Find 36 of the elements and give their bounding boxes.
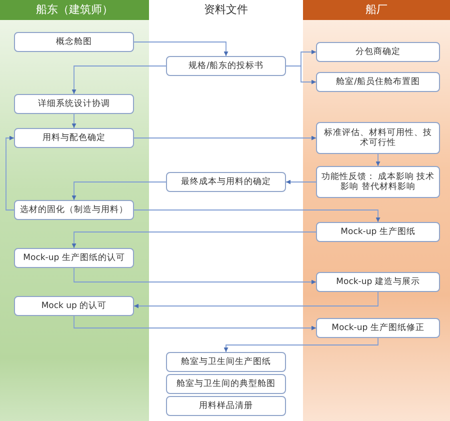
process-box: Mock-up 生产图纸 (316, 222, 440, 242)
process-box: 选材的固化（制造与用料） (14, 200, 134, 220)
arrow (74, 268, 316, 284)
process-box: 最终成本与用料的确定 (166, 172, 286, 192)
arrow (72, 66, 166, 94)
arrow (286, 180, 316, 184)
process-box: 详细系统设计协调 (14, 94, 134, 114)
arrow (72, 232, 316, 248)
arrow (6, 136, 14, 210)
arrow (376, 154, 380, 166)
lane-header: 船厂 (303, 0, 450, 20)
arrow (72, 182, 166, 200)
arrow (224, 338, 378, 352)
process-box: 用料样品清册 (166, 396, 286, 416)
process-box: Mock-up 建造与展示 (316, 272, 440, 292)
arrow (134, 210, 380, 222)
swimlane (303, 0, 450, 421)
process-box: 功能性反馈： 成本影响 技术影响 替代材料影响 (316, 166, 440, 198)
process-box: 用料与配色确定 (14, 128, 134, 148)
process-box: 舱室/船员住舱布置图 (316, 72, 440, 92)
process-box: 规格/船东的投标书 (166, 56, 286, 76)
process-box: 标准评估、材料可用性、技术可行性 (316, 122, 440, 154)
process-box: 分包商确定 (316, 42, 440, 62)
process-box: Mock-up 生产图纸修正 (316, 318, 440, 338)
process-box: 舱室与卫生间的典型舱图 (166, 374, 286, 394)
lane-header: 船东（建筑师） (0, 0, 149, 20)
arrow (72, 114, 76, 128)
arrow (134, 292, 378, 308)
arrow (134, 136, 316, 140)
arrow (134, 42, 228, 56)
process-box: Mock up 的认可 (14, 296, 134, 316)
process-box: Mock-up 生产图纸的认可 (14, 248, 134, 268)
process-box: 概念舱图 (14, 32, 134, 52)
process-box: 舱室与卫生间生产图纸 (166, 352, 286, 372)
swimlane (0, 0, 149, 421)
arrow (74, 316, 316, 330)
